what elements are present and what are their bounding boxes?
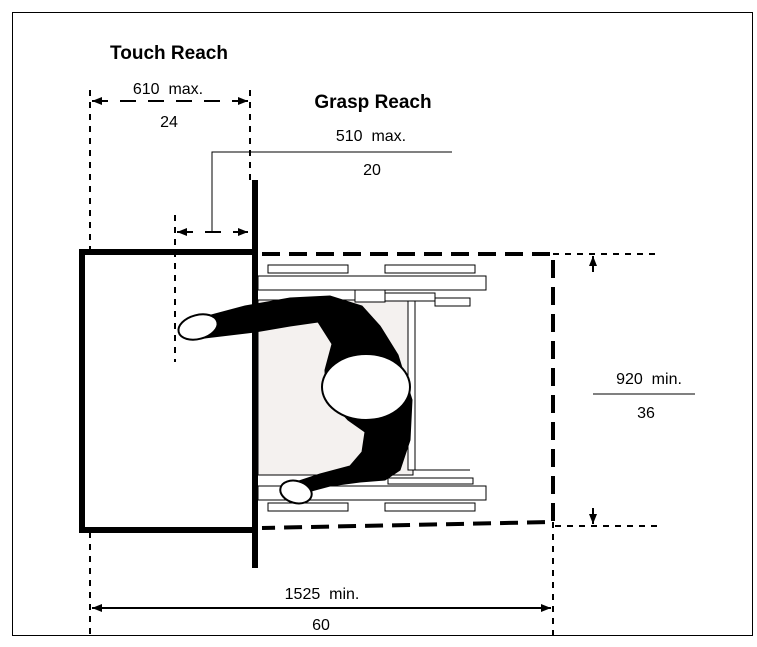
figure-frame	[12, 12, 753, 636]
clear-length-metric: 1525 min.	[285, 586, 360, 603]
clear-length-imperial: 60	[312, 617, 330, 634]
grasp-reach-title: Grasp Reach	[314, 92, 431, 113]
clear-floor-space	[261, 252, 555, 530]
leader-lines	[211, 151, 695, 395]
grasp-reach-imperial: 20	[363, 162, 381, 179]
clear-width-imperial: 36	[637, 405, 655, 422]
touch-reach-metric: 610 max.	[133, 81, 203, 98]
grasp-reach-metric: 510 max.	[336, 128, 406, 145]
counter-outline	[79, 180, 258, 568]
touch-reach-imperial: 24	[160, 114, 178, 131]
clear-width-metric: 920 min.	[616, 371, 682, 388]
extension-lines	[89, 90, 660, 635]
person-icon	[177, 295, 413, 505]
touch-reach-title: Touch Reach	[110, 43, 228, 64]
